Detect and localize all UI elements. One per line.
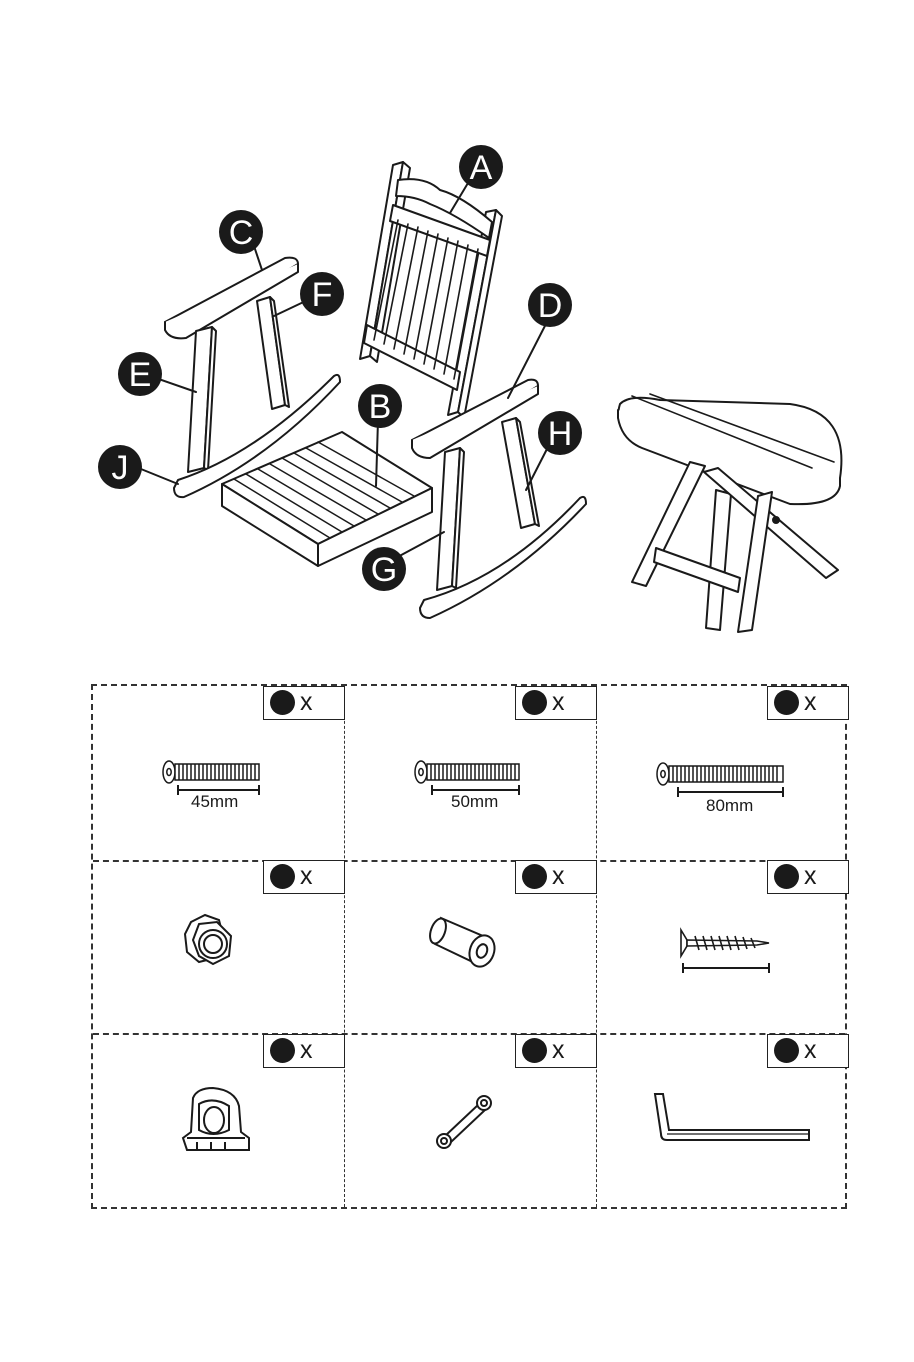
bolt-50mm-icon — [345, 686, 595, 858]
part-label-a: A — [459, 145, 503, 189]
dimension-label: 45mm — [191, 792, 238, 812]
dimension-label: 80mm — [706, 796, 753, 816]
part-label-d: D — [528, 283, 572, 327]
part-label-b: B — [358, 384, 402, 428]
part-label-text: F — [312, 276, 333, 314]
part-label-j: J — [98, 445, 142, 489]
part-label-text: B — [369, 388, 392, 426]
part-label-e: E — [118, 352, 162, 396]
left-front-leg-part — [188, 327, 216, 472]
hardware-cell-wood-screw: x — [597, 860, 849, 1035]
part-label-text: H — [548, 415, 573, 453]
hardware-cell-nut: x — [93, 860, 345, 1035]
part-label-text: G — [371, 551, 397, 589]
barrel-nut-icon — [345, 860, 595, 1032]
part-label-text: D — [538, 287, 563, 325]
bolt-80mm-icon — [597, 686, 847, 858]
part-label-text: J — [112, 449, 129, 487]
part-label-f: F — [300, 272, 344, 316]
right-rear-leg-part — [502, 418, 539, 528]
hardware-cell-hex-key: x — [597, 1034, 849, 1209]
hex-nut-icon — [93, 860, 343, 1032]
part-label-h: H — [538, 411, 582, 455]
hardware-cell-barrel-nut: x — [345, 860, 597, 1035]
part-label-g: G — [362, 547, 406, 591]
wrench-icon — [345, 1034, 595, 1206]
dimension-label: 50mm — [451, 792, 498, 812]
left-rear-leg-part — [257, 297, 289, 409]
hardware-cell-bolt-45: x 45mm — [93, 686, 345, 861]
hardware-cell-bolt-80: x 80mm — [597, 686, 849, 861]
hardware-cell-bolt-50: x 50mm — [345, 686, 597, 861]
parts-illustration: A B C D E F G H J — [0, 0, 914, 660]
part-label-c: C — [219, 210, 263, 254]
backrest-part — [360, 162, 502, 418]
part-label-text: C — [229, 214, 254, 252]
hardware-grid: x 45mm x — [91, 684, 847, 1209]
part-label-text: E — [129, 356, 152, 394]
hardware-cell-clip: x — [93, 1034, 345, 1209]
wood-screw-icon — [597, 860, 847, 1032]
part-label-text: A — [470, 149, 493, 187]
hex-key-icon — [597, 1034, 847, 1206]
side-table — [618, 394, 841, 632]
right-front-leg-part — [437, 448, 464, 590]
bolt-45mm-icon — [93, 686, 343, 858]
hardware-cell-wrench: x — [345, 1034, 597, 1209]
clip-bracket-icon — [93, 1034, 343, 1206]
